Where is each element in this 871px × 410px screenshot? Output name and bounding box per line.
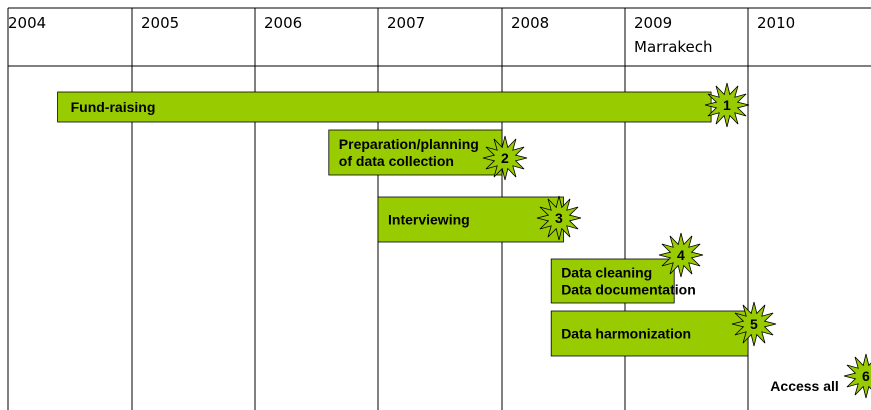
- milestone-number-3: 3: [555, 210, 563, 226]
- year-label-2009: 2009: [634, 14, 672, 32]
- year-label-2006: 2006: [264, 14, 302, 32]
- milestone-number-4: 4: [677, 247, 685, 263]
- year-label-2005: 2005: [141, 14, 179, 32]
- year-label-2008: 2008: [511, 14, 549, 32]
- milestone-number-1: 1: [723, 97, 731, 113]
- phase-label-5-line-1: Data harmonization: [561, 326, 691, 342]
- milestone-number-6: 6: [862, 368, 870, 384]
- milestone-star-5: [731, 301, 777, 347]
- phase-label-4-line-2: Data documentation: [561, 282, 696, 298]
- phase-6: Access all 6: [770, 353, 871, 399]
- phase-label-3-line-1: Interviewing: [388, 212, 470, 228]
- milestone-star-6: [843, 353, 871, 399]
- milestone-star-3: [536, 195, 582, 241]
- year-label-2007: 2007: [387, 14, 425, 32]
- phase-1: Fund-raising 1: [57, 82, 750, 128]
- year-label-2010: 2010: [757, 14, 795, 32]
- year-note-2009: Marrakech: [634, 38, 713, 56]
- milestone-star-4: [658, 232, 704, 278]
- phase-3: Interviewing 3: [377, 195, 582, 243]
- phase-bar-5: [550, 310, 749, 357]
- milestone-number-2: 2: [501, 150, 509, 166]
- phase-label-2-line-1: Preparation/planning: [339, 136, 479, 152]
- phase-label-4-line-1: Data cleaning: [561, 265, 652, 281]
- phase-label-6-line-1: Access all: [770, 378, 839, 394]
- year-label-2004: 2004: [8, 14, 46, 32]
- phase-bar-1: [57, 91, 712, 123]
- phase-bar-4: [550, 258, 675, 304]
- milestone-star-1: [704, 82, 750, 128]
- phase-bar-3: [377, 196, 564, 243]
- phase-label-2-line-2: of data collection: [339, 153, 454, 169]
- milestone-star-2: [482, 135, 528, 181]
- phase-label-1-line-1: Fund-raising: [71, 99, 156, 115]
- phase-5: Data harmonization 5: [550, 301, 777, 357]
- milestone-number-5: 5: [750, 316, 758, 332]
